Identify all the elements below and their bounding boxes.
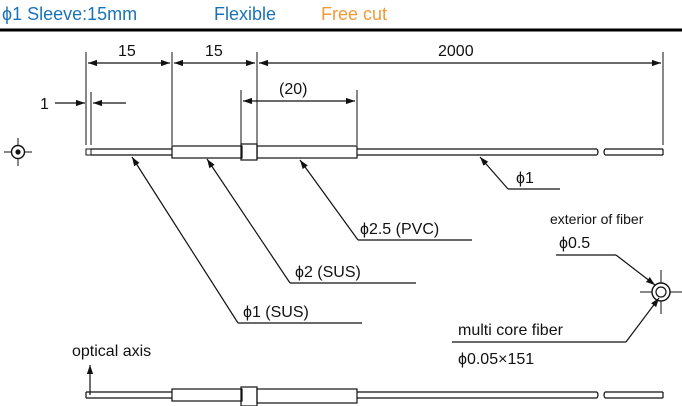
label-pvc: ϕ2.5 (PVC) bbox=[360, 221, 439, 238]
title-sleeve: ϕ1 Sleeve:15mm bbox=[2, 4, 137, 24]
fiber-assembly-top bbox=[85, 143, 664, 161]
leader-pvc bbox=[299, 159, 359, 241]
dim-1: 1 bbox=[40, 96, 49, 113]
label-fiber-phi1: ϕ1 bbox=[516, 170, 534, 187]
crosshair-icon bbox=[4, 138, 32, 166]
fiber-assembly-bottom bbox=[85, 386, 664, 406]
dim-15-b: 15 bbox=[205, 43, 223, 60]
title-free-cut: Free cut bbox=[321, 4, 387, 24]
dim-20: (20) bbox=[279, 81, 307, 98]
leader-sus1 bbox=[131, 156, 239, 324]
leader-fiber bbox=[479, 156, 509, 190]
label-multicore-spec: ϕ0.05×151 bbox=[458, 351, 534, 368]
label-multicore: multi core fiber bbox=[458, 322, 564, 339]
label-sus1: ϕ1 (SUS) bbox=[243, 304, 309, 321]
dim-2000: 2000 bbox=[438, 43, 474, 60]
label-exterior: exterior of fiber bbox=[550, 211, 644, 227]
dim-15-a: 15 bbox=[118, 43, 136, 60]
label-sus2: ϕ2 (SUS) bbox=[295, 264, 361, 281]
fiber-cross-section-icon bbox=[640, 270, 682, 314]
leader-multicore bbox=[625, 297, 660, 343]
label-optical-axis: optical axis bbox=[72, 343, 151, 360]
title-flexible: Flexible bbox=[214, 4, 276, 24]
label-exterior-dia: ϕ0.5 bbox=[559, 235, 590, 252]
leader-sus2 bbox=[206, 158, 291, 284]
leader-exterior bbox=[615, 254, 656, 286]
